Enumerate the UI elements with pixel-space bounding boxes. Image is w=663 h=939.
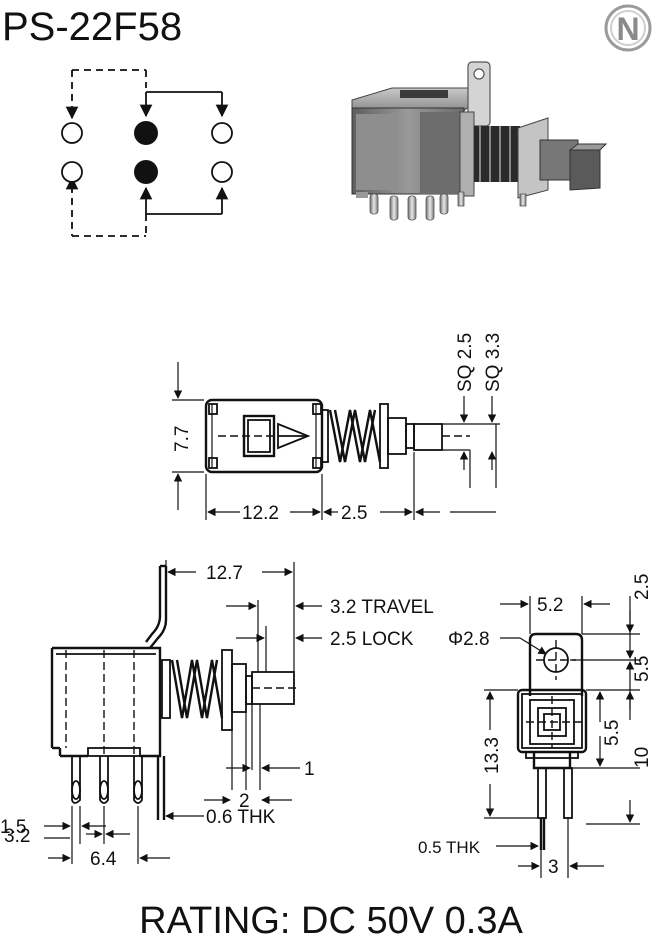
dim-1: 1 — [304, 759, 315, 780]
dim-2: 2 — [239, 791, 250, 812]
dim-pin-offset: 1.5 — [0, 817, 26, 838]
dim-end-top-offset: 2.5 — [632, 574, 653, 600]
terminal-open-1 — [61, 122, 83, 144]
dim-lock: 2.5 LOCK — [330, 629, 414, 650]
dim-end-width: 5.2 — [537, 595, 563, 616]
dim-height-7-7: 7.7 — [172, 426, 193, 452]
pins-photo — [356, 191, 527, 221]
dim-total-right: 10 — [632, 747, 653, 768]
dim-pin-thickness: 0.5 THK — [418, 838, 481, 857]
dim-sq-large: SQ 3.3 — [483, 333, 504, 392]
spring-front-view — [328, 409, 382, 463]
terminal-open-4 — [211, 161, 233, 183]
pins-side-view — [71, 756, 166, 820]
dim-hole-height: 5.5 — [632, 656, 653, 682]
dim-body-height: 13.3 — [482, 737, 503, 774]
dim-body-length: 12.2 — [242, 503, 279, 524]
switch-schematic — [61, 69, 233, 237]
brand-logo-letter: N — [616, 11, 639, 47]
side-view-drawing — [44, 560, 322, 864]
dim-travel: 3.2 TRAVEL — [330, 597, 434, 618]
dim-pin-spacing: 3 — [548, 857, 559, 878]
dim-lower-height: 5.5 — [602, 720, 623, 746]
terminal-common-2 — [134, 160, 158, 184]
dim-thickness: 0.6 THK — [206, 807, 276, 828]
pins-end-view — [537, 767, 573, 878]
spring-side-view — [170, 659, 224, 719]
part-number-title: PS-22F58 — [2, 5, 182, 49]
dim-row-pitch: 6.4 — [90, 849, 117, 870]
dim-pin-pitch: 3.2 — [4, 826, 30, 847]
dim-overall-length: 12.7 — [206, 563, 243, 584]
top-view-drawing — [172, 362, 500, 520]
end-view-drawing — [484, 596, 640, 878]
terminal-open-2 — [211, 122, 233, 144]
terminal-open-3 — [61, 161, 83, 183]
dim-hole-diameter: Φ2.8 — [448, 629, 490, 650]
spring-photo — [474, 126, 520, 182]
product-photo — [351, 61, 608, 221]
terminal-common-1 — [134, 121, 158, 145]
dim-stem-length: 2.5 — [341, 503, 367, 524]
brand-n-logo: N — [604, 4, 652, 52]
dim-sq-small: SQ 2.5 — [455, 333, 476, 392]
rating-label: RATING: DC 50V 0.3A — [139, 900, 523, 939]
